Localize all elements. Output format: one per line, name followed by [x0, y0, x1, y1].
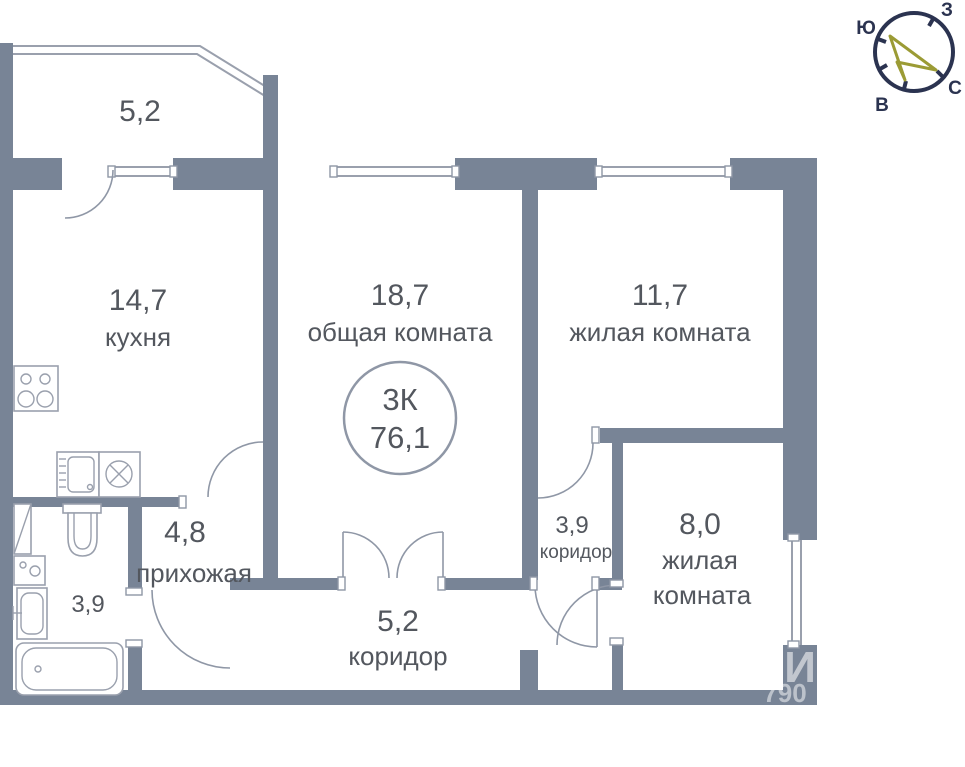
- wall-segment: [263, 75, 278, 160]
- door-arc-common-left: [342, 531, 390, 579]
- compass-needle-icon: [888, 34, 938, 82]
- door-jamb: [609, 637, 624, 646]
- corridor-small-area-label: 3,9: [555, 512, 588, 539]
- wall-segment: [230, 578, 343, 590]
- vent-shaft-icon: [13, 503, 32, 555]
- door-arc-corridor-small: [537, 442, 594, 499]
- wall-segment: [263, 158, 278, 590]
- room-labels: 5,2 14,7 кухня 18,7 общая комната 11,7 ж…: [71, 95, 751, 671]
- window-jamb: [169, 165, 178, 178]
- corridor-small-name-label: коридор: [540, 542, 613, 563]
- wall-segment: [173, 158, 278, 190]
- door-jamb: [125, 587, 143, 596]
- wall-segment: [0, 190, 13, 690]
- window-jamb: [451, 165, 460, 178]
- window-living-room-2: [791, 540, 802, 645]
- door-jamb: [125, 639, 143, 648]
- wall-segment: [730, 158, 817, 190]
- bathtub-icon: [15, 642, 124, 696]
- stove-icon: [13, 365, 59, 412]
- window-jamb: [329, 165, 338, 178]
- door-arc-corridor: [534, 584, 598, 648]
- washbasin-icon: [12, 587, 48, 640]
- wall-segment: [0, 158, 62, 190]
- toilet-icon: [62, 503, 102, 557]
- hall-name-label: прихожая: [136, 558, 252, 588]
- kitchen-area-label: 14,7: [109, 284, 167, 317]
- small-sink-icon: [13, 555, 46, 586]
- wall-segment: [128, 645, 142, 690]
- window-common-room: [335, 166, 455, 177]
- common-room-area-label: 18,7: [371, 279, 429, 312]
- wall-segment: [0, 690, 817, 705]
- watermark-fragment-1: И: [784, 643, 816, 692]
- door-arc-hall: [151, 589, 231, 669]
- door-jamb: [591, 576, 600, 591]
- walls: [0, 43, 817, 705]
- door-jamb: [337, 576, 346, 591]
- watermark-fragment-2: 790: [763, 678, 806, 708]
- door-jamb: [178, 495, 187, 509]
- window-jamb: [107, 165, 116, 178]
- common-room-name-label: общая комната: [308, 317, 493, 347]
- corridor-area-label: 5,2: [377, 605, 419, 638]
- wall-segment: [600, 428, 783, 443]
- compass-south-label: Ю: [856, 18, 876, 39]
- total-area-badge: 3К 76,1: [342, 360, 458, 476]
- kitchen-fixtures: [13, 365, 141, 498]
- compass-east-label: В: [875, 95, 889, 116]
- compass-ticks: [877, 18, 945, 90]
- compass-circle: [873, 11, 955, 93]
- wall-segment: [522, 158, 538, 580]
- door-arc-balcony: [64, 169, 114, 219]
- window-kitchen: [115, 166, 173, 177]
- door-arc-kitchen: [207, 441, 264, 498]
- wall-segment: [612, 643, 623, 690]
- badge-area-label: 76,1: [370, 420, 430, 455]
- door-jamb: [437, 576, 446, 591]
- wall-segment: [783, 190, 817, 540]
- balcony-area-label: 5,2: [119, 95, 161, 128]
- door-arc-common-right: [396, 531, 444, 579]
- hall-area-label: 4,8: [164, 516, 206, 549]
- compass-west-label: З: [941, 0, 953, 21]
- door-jamb: [591, 426, 600, 444]
- door-jamb: [529, 576, 538, 591]
- watermark: И 790: [763, 643, 816, 708]
- balcony-railing: [13, 45, 269, 97]
- living-room-2-area-label: 8,0: [679, 508, 721, 541]
- window-jamb: [594, 165, 603, 178]
- door-arc-living2: [556, 584, 618, 646]
- door-jamb: [609, 579, 624, 588]
- compass-north-label: С: [948, 78, 962, 99]
- wall-segment: [0, 43, 13, 190]
- badge-type-label: 3К: [382, 382, 417, 417]
- living-room-2-name-line1: жилая: [662, 545, 738, 575]
- wall-segment: [443, 578, 535, 590]
- window-jamb: [787, 533, 800, 542]
- compass: З Ю В С: [856, 0, 962, 116]
- wall-segment: [128, 497, 142, 592]
- washing-machine-icon: [98, 451, 141, 498]
- kitchen-sink-icon: [56, 451, 100, 498]
- window-living-room-1: [600, 166, 730, 177]
- windows: [107, 165, 802, 649]
- living-room-1-name-label: жилая комната: [569, 317, 751, 347]
- doors: [64, 169, 624, 669]
- living-room-1-area-label: 11,7: [632, 279, 688, 312]
- wall-segment: [612, 443, 623, 583]
- bathroom-fixtures: [12, 503, 124, 696]
- corridor-name-label: коридор: [348, 641, 447, 671]
- wall-segment: [520, 650, 538, 690]
- living-room-2-name-line2: комната: [653, 580, 752, 610]
- window-jamb: [787, 640, 800, 649]
- window-jamb: [724, 165, 733, 178]
- bath-area-label: 3,9: [71, 591, 104, 618]
- kitchen-name-label: кухня: [105, 322, 171, 352]
- wall-segment: [13, 497, 185, 507]
